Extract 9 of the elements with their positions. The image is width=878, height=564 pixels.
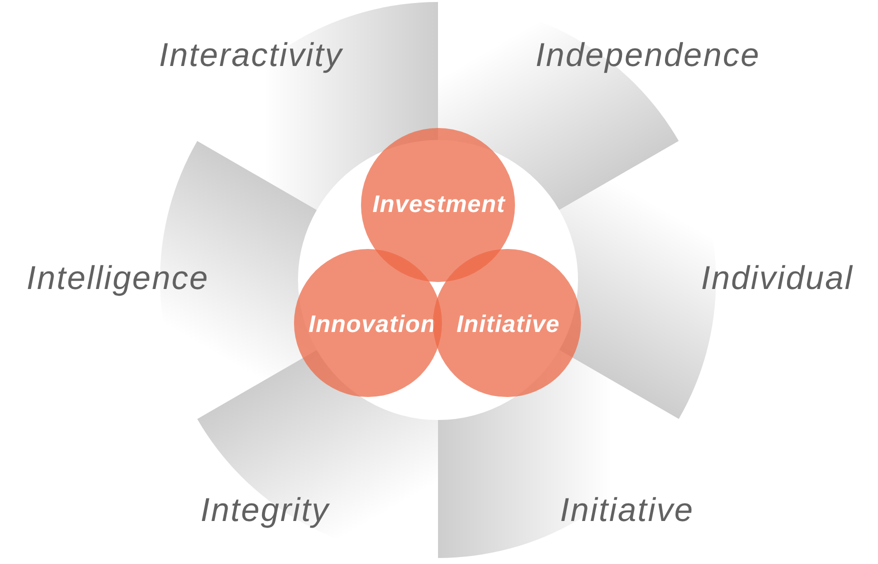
sector-label: Initiative — [560, 491, 694, 529]
sector-label: Interactivity — [159, 36, 343, 74]
circle-label: Initiative — [456, 311, 560, 339]
sector-label: Independence — [536, 36, 760, 74]
sector-label: Individual — [701, 259, 854, 297]
sector-label: Integrity — [200, 491, 330, 529]
sector-label: Intelligence — [26, 259, 210, 297]
circle-label: Investment — [372, 191, 506, 219]
circle-label: Innovation — [308, 311, 436, 339]
